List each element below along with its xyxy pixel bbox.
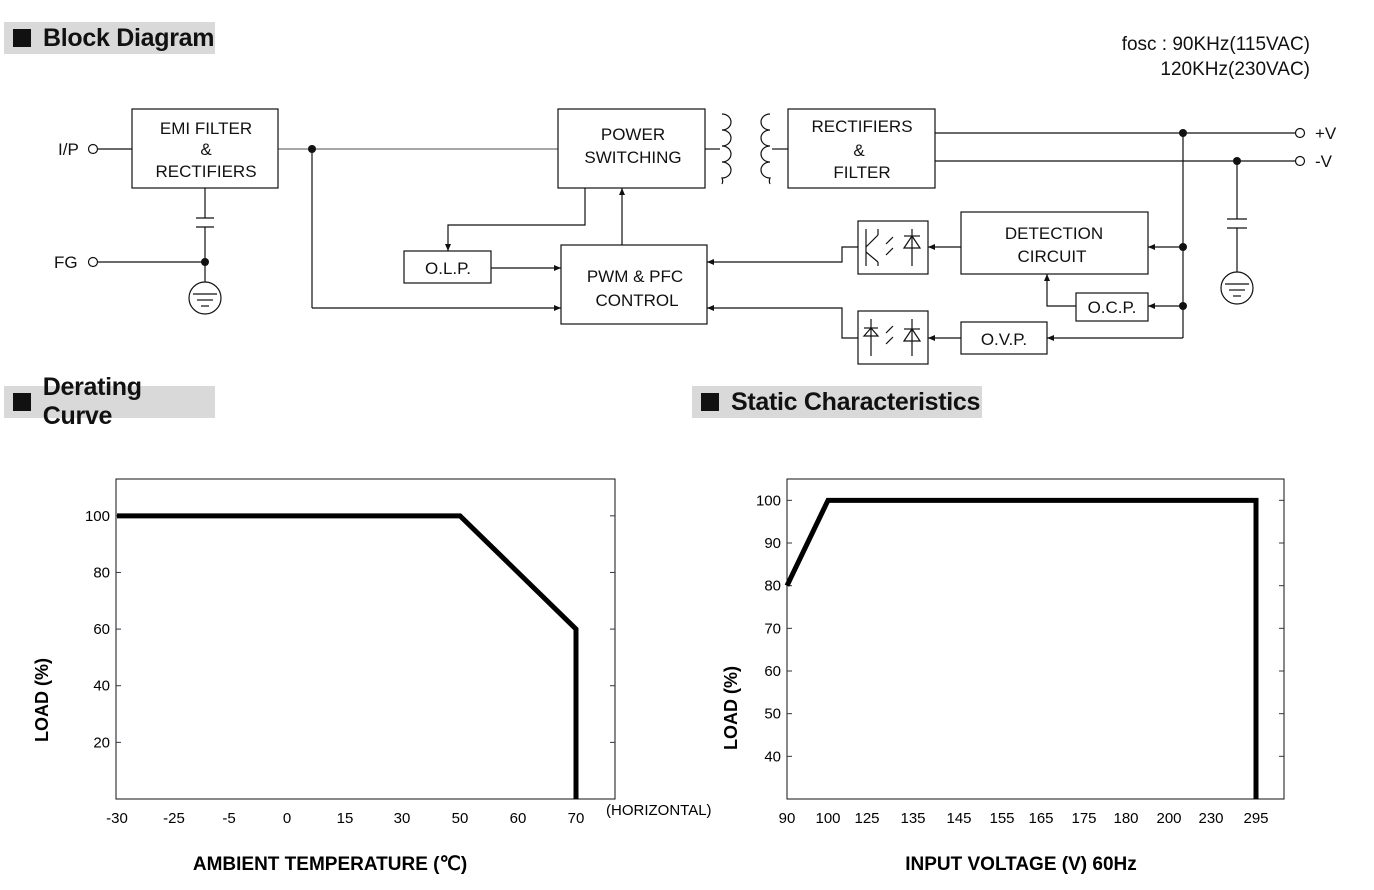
y-tick-label: 60: [93, 621, 110, 638]
derating-curve-chart: LOAD (%) AMBIENT TEMPERATURE (℃) -30 -25 -…: [32, 478, 712, 875]
static-characteristics-title: Static Characteristics: [692, 386, 982, 418]
section-title-text: Derating Curve: [42, 373, 142, 430]
neg-label: -V: [1315, 152, 1333, 171]
olp-label: O.L.P.: [425, 259, 471, 278]
x-axis-label: INPUT VOLTAGE (V) 60Hz: [905, 854, 1137, 875]
ocp-label: O.C.P.: [1088, 298, 1137, 317]
detection-label-2: CIRCUIT: [1018, 247, 1087, 266]
emi-label-1: EMI FILTER: [160, 119, 252, 138]
fosc-line-1: fosc : 90KHz(115VAC): [1121, 34, 1310, 55]
y-tick-label: 80: [764, 578, 781, 595]
ovp-label: O.V.P.: [981, 330, 1027, 349]
power-label-2: SWITCHING: [584, 148, 681, 167]
derating-series-line: [117, 513, 579, 799]
x-tick-label: 200: [1156, 810, 1181, 827]
plot-area: [786, 478, 1285, 800]
x-tick-label: 125: [854, 810, 879, 827]
x-tick-label: 165: [1028, 810, 1053, 827]
y-axis-label: LOAD (%): [32, 658, 52, 742]
rect-label-1: RECTIFIERS: [811, 117, 912, 136]
x-tick-label: 155: [989, 810, 1014, 827]
power-label-1: POWER: [601, 125, 665, 144]
y-tick-label: 40: [93, 678, 110, 695]
y-tick-label: 100: [85, 508, 110, 525]
x-tick-label: 295: [1243, 810, 1268, 827]
fosc-line-2: 120KHz(230VAC): [1160, 59, 1310, 80]
x-tick-label: 60: [510, 810, 527, 827]
x-tick-label: 0: [283, 810, 291, 827]
x-tick-label: 145: [946, 810, 971, 827]
section-title-text: Static Characteristics: [731, 387, 981, 416]
x-tick-label: -25: [163, 810, 185, 827]
section-title-text: Block Diagram: [43, 23, 215, 52]
pwm-block: [560, 244, 708, 325]
fg-label: FG: [54, 253, 78, 272]
pwm-label-1: PWM & PFC: [587, 267, 683, 286]
x-tick-note: (HORIZONTAL): [606, 802, 712, 819]
emi-label-3: RECTIFIERS: [155, 162, 256, 181]
plot-area: [115, 478, 616, 800]
y-tick-label: 40: [764, 748, 781, 765]
square-bullet-icon: [13, 393, 31, 411]
detection-block: [960, 211, 1149, 275]
x-tick-label: -30: [106, 810, 128, 827]
y-tick-label: 90: [764, 535, 781, 552]
x-tick-label: 180: [1113, 810, 1138, 827]
block-diagram-title: Block Diagram: [4, 22, 215, 54]
ip-label: I/P: [58, 140, 79, 159]
x-axis-label: AMBIENT TEMPERATURE (℃): [193, 854, 467, 875]
y-tick-label: 100: [756, 492, 781, 509]
x-tick-label: 70: [568, 810, 585, 827]
rect-label-2: &: [853, 141, 865, 160]
square-bullet-icon: [701, 393, 719, 411]
y-axis-label: LOAD (%): [721, 666, 741, 750]
y-tick-label: 70: [764, 620, 781, 637]
y-tick-label: 60: [764, 663, 781, 680]
pwm-label-2: CONTROL: [595, 291, 678, 310]
x-tick-label: 50: [452, 810, 469, 827]
fosc-note: fosc : 90KHz(115VAC) 120KHz(230VAC): [1100, 32, 1310, 82]
static-series-line: [784, 497, 1259, 799]
x-tick-label: 100: [815, 810, 840, 827]
y-tick-label: 20: [93, 734, 110, 751]
rect-label-3: FILTER: [833, 163, 890, 182]
x-tick-label: -5: [222, 810, 235, 827]
square-bullet-icon: [13, 29, 31, 47]
x-tick-label: 135: [900, 810, 925, 827]
x-tick-label: 90: [779, 810, 796, 827]
y-tick-label: 80: [93, 564, 110, 581]
x-tick-label: 30: [394, 810, 411, 827]
block-diagram: I/P FG +V -V EMI FILTER & RECTIFIERS POW…: [54, 108, 1337, 365]
emi-label-2: &: [200, 140, 212, 159]
x-tick-label: 175: [1071, 810, 1096, 827]
detection-label-1: DETECTION: [1005, 224, 1103, 243]
derating-curve-title: Derating Curve: [4, 373, 215, 430]
pos-label: +V: [1315, 124, 1337, 143]
x-tick-label: 15: [337, 810, 354, 827]
y-tick-label: 50: [764, 706, 781, 723]
x-tick-label: 230: [1198, 810, 1223, 827]
